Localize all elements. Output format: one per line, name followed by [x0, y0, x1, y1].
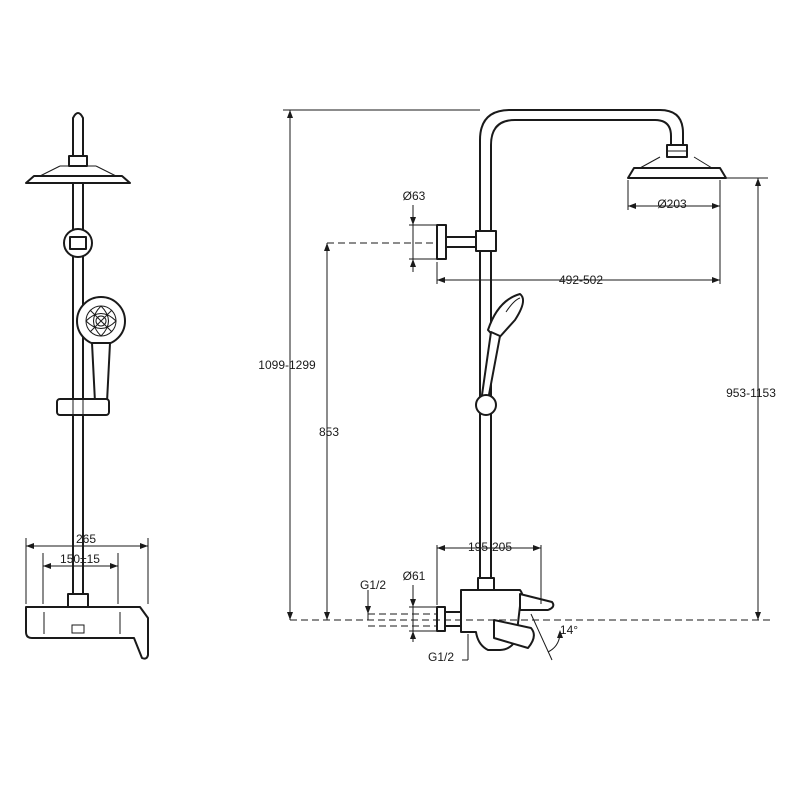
side-inlet-flange [436, 606, 446, 632]
front-centers-label: 150±15 [60, 552, 100, 566]
head-height-label: 953-1153 [726, 386, 776, 400]
front-top-pipe [72, 112, 84, 161]
lower-flange-label: Ø61 [403, 569, 426, 583]
arm-reach-label: 492-502 [559, 273, 603, 287]
head-diameter-label: Ø203 [657, 197, 687, 211]
inlet-thread-bottom-label: G1/2 [428, 650, 454, 664]
front-mixer-handle-top [67, 593, 89, 608]
side-arm-inner [490, 119, 672, 579]
front-width-label: 265 [76, 532, 96, 546]
side-upper-bracket-arm [445, 236, 481, 248]
upper-flange-label: Ø63 [403, 189, 426, 203]
side-upper-bracket-clamp [475, 230, 497, 252]
side-mixer-stem [477, 577, 495, 591]
spout-angle-label: 14° [560, 623, 578, 637]
side-diverter-knob [493, 619, 535, 649]
front-shower-head [25, 175, 131, 184]
side-inlet-connector [444, 611, 462, 627]
bracket-height-label: 853 [319, 425, 339, 439]
side-slider [475, 394, 497, 416]
total-height-label: 1099-1299 [258, 358, 316, 372]
front-hand-shower-nozzles [85, 305, 117, 337]
front-view: 265 150±15 [25, 112, 149, 660]
side-hand-shower-head [487, 293, 525, 341]
front-mixer-body [25, 606, 149, 660]
side-view: 1099-1299 853 953-1153 Ø203 492-502 [258, 109, 776, 664]
side-upper-bracket-flange [436, 224, 447, 260]
side-arm-outer [479, 109, 684, 579]
spout-reach-label: 195-205 [468, 540, 512, 554]
front-head-connector [68, 155, 88, 167]
front-hand-shower-handle [91, 342, 111, 403]
inlet-thread-top-label: G1/2 [360, 578, 386, 592]
side-spout [519, 593, 555, 611]
side-shower-head [627, 167, 727, 179]
